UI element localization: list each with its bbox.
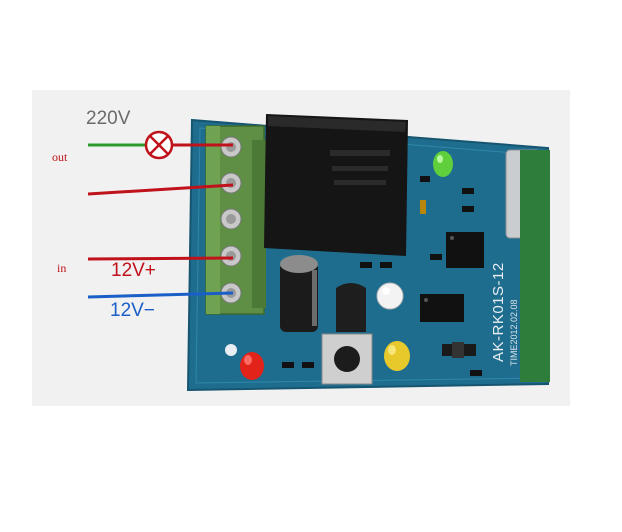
in-label: in [57,261,67,275]
board-model-label: AK-RK01S-12 [490,262,507,362]
common-wire [87,183,234,196]
minus-12v-label: 12V− [110,300,155,321]
board-date-label: TIME2012.02.08 [509,299,519,366]
voltage-220-label: 220V [86,108,131,129]
red-led [240,352,264,380]
ic-chip-1 [446,232,484,268]
terminal-block [205,125,266,315]
ic-chip-2 [420,294,464,322]
terminal-screw-3 [220,208,242,230]
yellow-led [384,341,410,371]
terminal-screw-1 [220,136,242,158]
terminal-screw-2 [220,172,242,194]
negative-wire [87,291,234,299]
lamp-icon [144,130,174,160]
mounting-hole [225,344,237,356]
transistor [336,283,366,332]
electrolytic-capacitor [280,255,318,332]
green-led [433,151,453,177]
terminal-screw-4 [220,245,242,267]
smd-components [282,176,482,376]
out-label: out [52,150,68,164]
jumper [442,342,476,358]
white-led [376,282,404,310]
positive-wire [87,256,234,261]
rf-module [520,150,550,382]
push-button [321,333,373,385]
plus-24v-label: +24V [173,318,184,342]
plus-12v-label: 12V+ [111,260,156,281]
relay [264,114,408,256]
